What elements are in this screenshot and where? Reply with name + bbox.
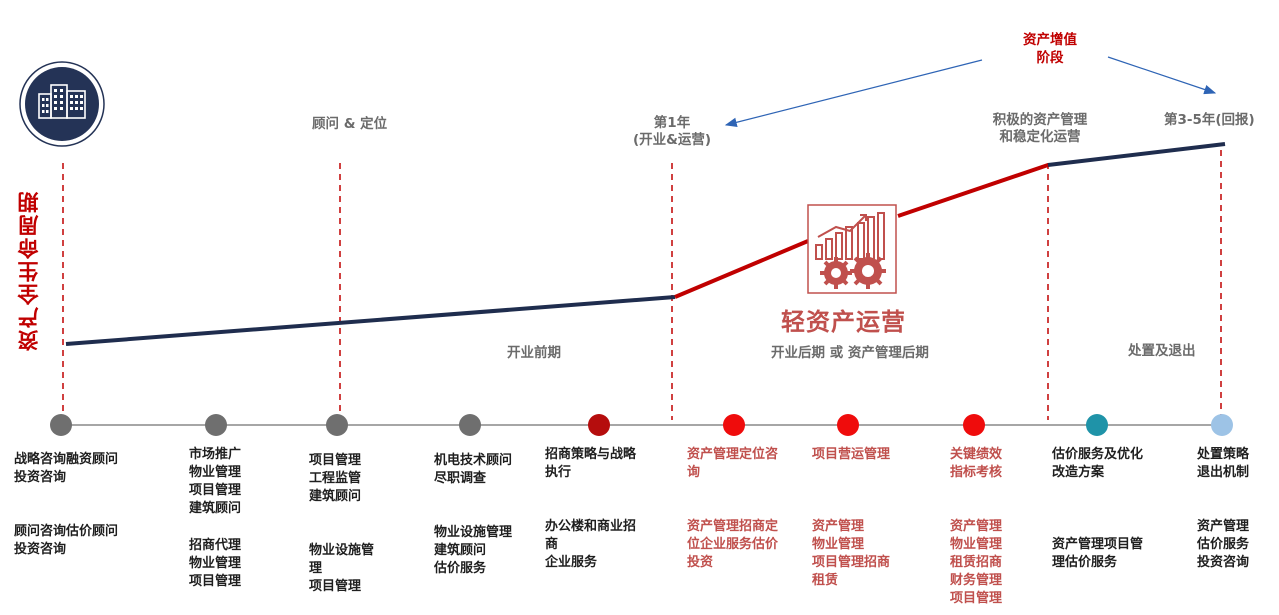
services-col8-bottom: 资产管理 物业管理 租赁招商 财务管理 项目管理 <box>950 519 1003 606</box>
building-logo-icon <box>19 61 105 147</box>
value-add-stage-label: 资产增值 阶段 <box>1023 32 1077 66</box>
timeline-dot <box>963 414 985 436</box>
services-col1-top: 战略咨询融资顾问 投资咨询 <box>14 452 119 485</box>
services-col6-bottom: 资产管理招商定 位企业服务估价 投资 <box>687 519 779 570</box>
growth-line-red <box>897 163 1049 218</box>
growth-line-navy-late <box>1047 142 1226 167</box>
phase-pre-opening: 开业前期 <box>507 345 561 361</box>
light-asset-operation-label: 轻资产运营 <box>781 308 906 336</box>
timeline-dot <box>588 414 610 436</box>
phase-post-opening: 开业后期 或 资产管理后期 <box>771 345 929 361</box>
services-col6-top: 资产管理定位咨 询 <box>687 447 779 480</box>
services-col3-bottom: 物业设施管 理 项目管理 <box>309 543 375 594</box>
growth-line-red <box>674 239 809 299</box>
growth-gears-icon <box>807 204 897 294</box>
services-col1-bottom: 顾问咨询估价顾问 投资咨询 <box>14 524 119 557</box>
services-col4-top: 机电技术顾问 尽职调查 <box>434 453 513 486</box>
services-col2-top: 市场推广 物业管理 项目管理 建筑顾问 <box>189 447 242 516</box>
milestone-active-management: 积极的资产管理 和稳定化运营 <box>992 112 1088 145</box>
phase-exit: 处置及退出 <box>1128 343 1196 359</box>
services-col2-bottom: 招商代理 物业管理 项目管理 <box>189 538 242 589</box>
timeline-dot <box>459 414 481 436</box>
services-col4-bottom: 物业设施管理 建筑顾问 估价服务 <box>434 525 513 576</box>
services-col7-top: 项目营运管理 <box>812 447 891 462</box>
services-col9-bottom: 资产管理项目管 理估价服务 <box>1052 537 1144 570</box>
milestone-consult-position: 顾问 & 定位 <box>312 116 388 132</box>
timeline-dot <box>837 414 859 436</box>
services-col10-top: 处置策略 退出机制 <box>1197 447 1250 480</box>
arrow-to-year3-5 <box>1107 56 1217 95</box>
asset-lifecycle-title: 资产全生命周期 <box>17 190 41 351</box>
timeline-dot <box>205 414 227 436</box>
services-col3-top: 项目管理 工程监管 建筑顾问 <box>309 453 362 504</box>
services-col9-top: 估价服务及优化 改造方案 <box>1052 447 1144 480</box>
services-col8-top: 关键绩效 指标考核 <box>950 447 1003 480</box>
timeline-dot <box>326 414 348 436</box>
timeline-dot <box>1211 414 1233 436</box>
arrow-to-year1 <box>724 59 983 127</box>
timeline-dot <box>1086 414 1108 436</box>
services-col10-bottom: 资产管理 估价服务 投资咨询 <box>1197 519 1250 570</box>
services-col5-bottom: 办公楼和商业招 商 企业服务 <box>545 519 637 570</box>
milestone-year3-5: 第3-5年(回报) <box>1164 112 1255 128</box>
timeline-dot <box>50 414 72 436</box>
growth-line-navy-early <box>65 295 676 346</box>
timeline-dot <box>723 414 745 436</box>
services-col7-bottom: 资产管理 物业管理 项目管理招商 租赁 <box>812 519 891 588</box>
services-col5-top: 招商策略与战略 执行 <box>545 447 637 480</box>
milestone-year1: 第1年 (开业&运营) <box>632 115 712 148</box>
